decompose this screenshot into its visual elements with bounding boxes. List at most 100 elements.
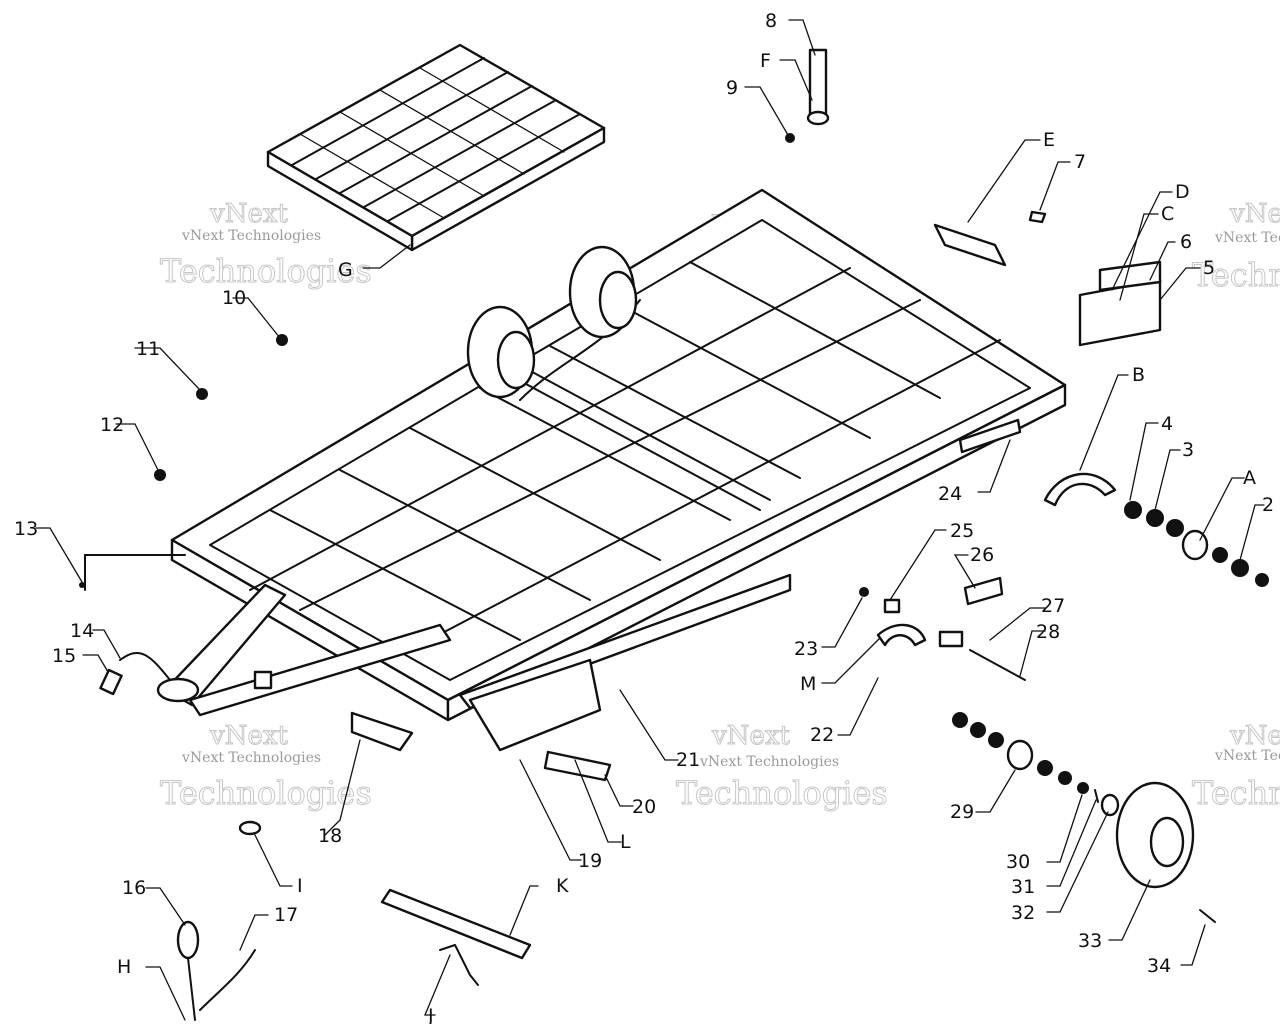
lower-left-parts <box>79 334 532 1021</box>
watermark-line2: vNext Technologies <box>1214 230 1280 246</box>
callout-13: 13 <box>14 518 38 540</box>
callout-labels: 8 F 9 E 7 D C 6 5 B 4 3 A 2 G 10 11 12 1… <box>14 10 1274 1024</box>
tongue-right-arm <box>188 623 452 717</box>
hub-29 <box>1006 739 1034 771</box>
watermark-line2: vNext Technologies <box>1214 748 1280 764</box>
wheel-right-hub <box>598 270 638 330</box>
watermark-line2: vNext Technologies <box>181 228 321 244</box>
callout-G: G <box>338 259 353 281</box>
bearing-2 <box>1231 559 1249 577</box>
callout-14: 14 <box>70 620 94 642</box>
callout-F: F <box>760 50 771 72</box>
callout-8: 8 <box>765 10 777 32</box>
channel-K <box>380 888 532 960</box>
step-plate-19 <box>468 658 602 752</box>
callout-17: 17 <box>274 904 298 926</box>
bracket-26 <box>963 576 1004 606</box>
hitch-coupler <box>156 677 200 703</box>
watermark-line1: vNext <box>209 721 288 751</box>
callout-H: H <box>117 956 131 978</box>
bracket-E <box>933 223 1007 267</box>
callout-C: C <box>1161 203 1174 225</box>
nut-23 <box>859 587 869 597</box>
brake-plate-B <box>1043 472 1117 507</box>
callout-34: 34 <box>1147 955 1171 977</box>
callout-6: 6 <box>1180 231 1192 253</box>
hub-stack-lower <box>859 576 1216 923</box>
sleeve-27 <box>938 630 964 648</box>
wheel-left-hub <box>496 330 536 390</box>
leader-lines <box>35 19 1265 1021</box>
watermark-line2: vNext Technologies <box>699 754 839 770</box>
callout-28: 28 <box>1036 621 1060 643</box>
bracket-C-D <box>1078 278 1162 347</box>
callout-5: 5 <box>1203 257 1215 279</box>
callout-2: 2 <box>1262 494 1274 516</box>
watermark-line3: Technologies <box>1192 256 1280 294</box>
callout-24: 24 <box>938 483 962 505</box>
tongue-bracket <box>253 670 273 690</box>
watermark-line3: Technologies <box>676 774 888 812</box>
callout-11: 11 <box>136 338 160 360</box>
seal-4 <box>1124 501 1142 519</box>
ramp-deck-side-face <box>266 150 414 252</box>
rail-bracket-24 <box>958 418 1022 454</box>
callout-E: E <box>1043 129 1055 151</box>
clamp-J <box>439 944 479 986</box>
watermark-line3: Technologies <box>1192 774 1280 812</box>
nut-12 <box>154 469 166 481</box>
nut-11 <box>196 388 208 400</box>
chain-17 <box>199 949 256 1011</box>
callout-21: 21 <box>676 749 700 771</box>
callout-7: 7 <box>1074 151 1086 173</box>
callout-B: B <box>1132 364 1145 386</box>
watermark-top-right: vNext vNext Technologies Technologies <box>1192 199 1280 295</box>
watermark-line1: vNext <box>1229 721 1280 751</box>
callout-30: 30 <box>1006 851 1030 873</box>
brake-plate-M <box>876 623 927 647</box>
callout-31: 31 <box>1011 876 1035 898</box>
callout-3: 3 <box>1182 439 1194 461</box>
callout-16: 16 <box>122 877 146 899</box>
callout-25: 25 <box>950 520 974 542</box>
callout-D: D <box>1175 181 1190 203</box>
plug-15 <box>99 668 123 696</box>
callout-9: 9 <box>726 77 738 99</box>
callout-I: I <box>297 875 303 897</box>
clip-7 <box>1028 210 1047 224</box>
callout-32: 32 <box>1011 902 1035 924</box>
wheel-33-hub <box>1149 816 1185 868</box>
watermark-line1: vNext <box>1229 199 1280 229</box>
jack-collar-F <box>806 110 830 126</box>
axle-assembly <box>466 245 771 511</box>
jack-post-8 <box>808 48 828 118</box>
watermark-line1: vNext <box>711 721 790 751</box>
bolt-28 <box>969 649 1026 681</box>
bearing-3 <box>1146 509 1164 527</box>
frame-side-face <box>446 383 1067 722</box>
callout-33: 33 <box>1078 930 1102 952</box>
watermark-bottom-center: vNext vNext Technologies Technologies <box>676 721 889 813</box>
washer-30 <box>1077 782 1089 794</box>
callout-12: 12 <box>100 414 124 436</box>
watermark-line3: Technologies <box>160 774 372 812</box>
callout-22: 22 <box>810 724 834 746</box>
callout-23: 23 <box>794 638 818 660</box>
callout-4: 4 <box>1161 413 1173 435</box>
ramp-deck <box>266 43 606 252</box>
callout-20: 20 <box>632 796 656 818</box>
side-rail-parts <box>350 418 1022 782</box>
hub-stack-right <box>1043 472 1269 587</box>
watermark-line3: Technologies <box>160 252 372 290</box>
callout-J: J <box>427 1005 434 1024</box>
hub-A <box>1181 529 1209 561</box>
watermark-bottom-left: vNext vNext Technologies Technologies <box>160 721 373 813</box>
callout-L: L <box>620 831 631 853</box>
callout-18: 18 <box>318 825 342 847</box>
watermark-top-left: vNext vNext Technologies Technologies <box>160 199 373 291</box>
pad-18 <box>350 711 414 752</box>
callout-K: K <box>556 875 569 897</box>
callout-27: 27 <box>1041 595 1065 617</box>
pin-9 <box>785 133 795 143</box>
clip-25 <box>883 598 901 614</box>
